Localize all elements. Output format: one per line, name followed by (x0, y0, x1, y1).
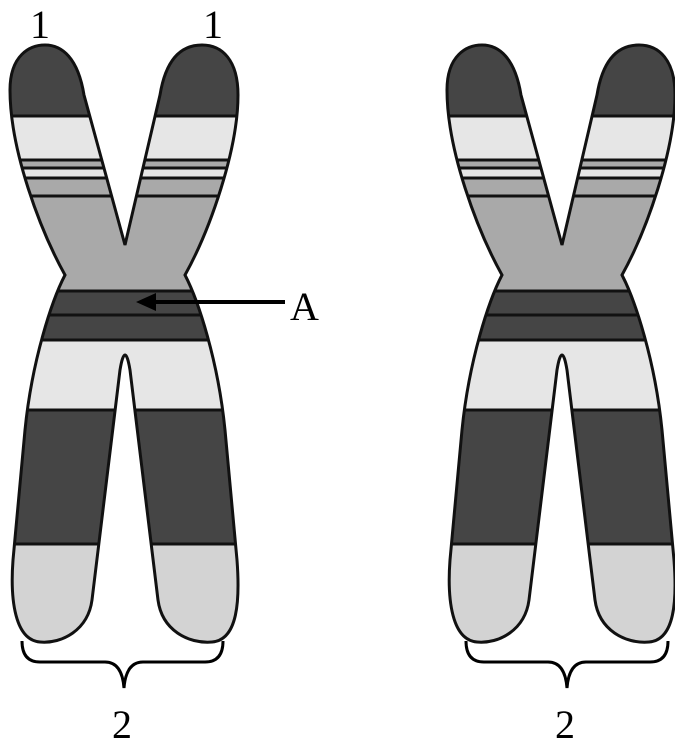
brace-label-left: 2 (112, 702, 132, 740)
brace-left (22, 641, 223, 688)
brace-label-right: 2 (555, 702, 575, 740)
arm-label-left: 1 (30, 2, 50, 47)
arm-label-right: 1 (203, 2, 223, 47)
brace-right (466, 641, 668, 688)
chromosome-left (0, 30, 260, 654)
chromosome-right (437, 30, 675, 654)
arrow-label-a: A (290, 284, 319, 329)
